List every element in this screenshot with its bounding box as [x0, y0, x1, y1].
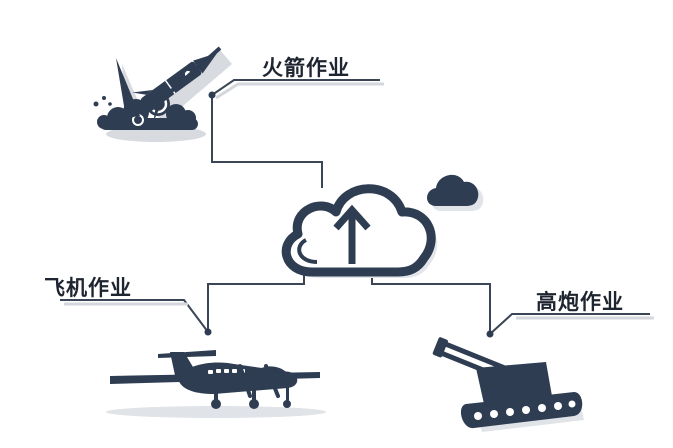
rocket-operation-label: 火箭作业 — [262, 56, 350, 80]
small-cloud-icon — [427, 174, 484, 211]
anti-aircraft-gun-icon — [432, 337, 584, 432]
connector-dot-rocket — [208, 91, 216, 99]
connector-dot-plane — [204, 328, 212, 336]
connector-rocket — [211, 79, 380, 188]
connector-dot-artillery — [486, 330, 494, 338]
airplane-icon — [106, 350, 326, 418]
cloud-upload-icon — [281, 184, 438, 278]
rocket-icon — [93, 46, 232, 142]
artillery-operation-label: 高炮作业 — [536, 290, 624, 314]
plane-operation-label: 飞机作业 — [44, 276, 132, 300]
